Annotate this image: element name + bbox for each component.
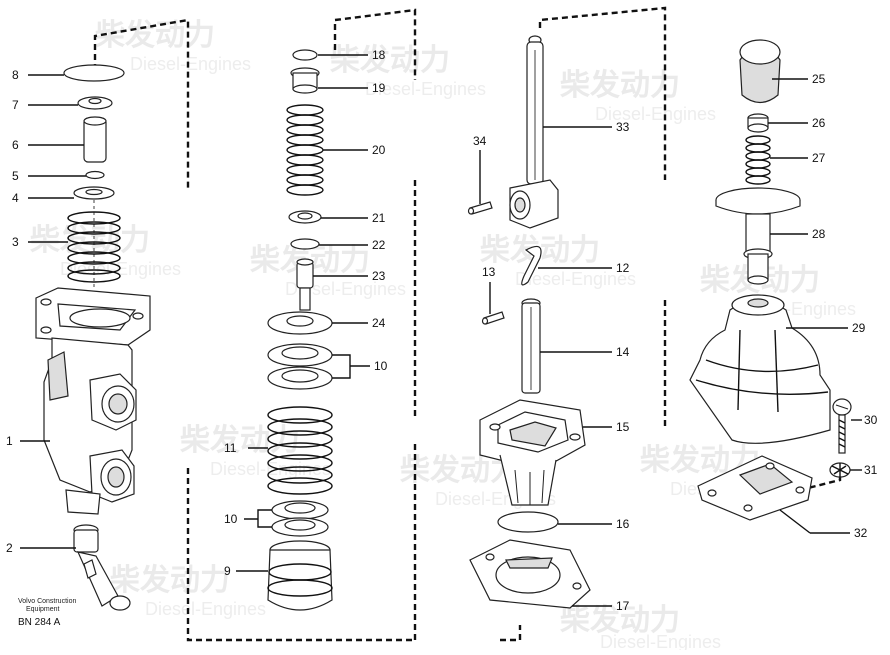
callout-18: 18: [372, 48, 386, 62]
callout-10-upper: 10: [374, 359, 388, 373]
piston-part: [296, 258, 314, 311]
callout-24: 24: [372, 316, 386, 330]
callout-29: 29: [852, 321, 866, 335]
housing-part: [479, 399, 586, 506]
callout-21: 21: [372, 211, 386, 225]
callout-15: 15: [616, 420, 630, 434]
leader-lines: [20, 54, 862, 607]
watermark-text: 柴发动力: [330, 44, 450, 77]
callout-5: 5: [12, 169, 19, 183]
knob-part: [739, 39, 781, 104]
callout-16: 16: [616, 517, 630, 531]
gasket-part: [697, 455, 813, 521]
callout-7: 7: [12, 98, 19, 112]
lock-washer-part: [829, 462, 851, 478]
footer-info: Volvo Construction Equipment BN 284 A: [18, 598, 76, 628]
callout-25: 25: [812, 72, 826, 86]
callout-27: 27: [812, 151, 826, 165]
lever-part: [509, 35, 559, 229]
footer-company-line1: Volvo Construction: [18, 598, 76, 605]
seal-pair-part: [267, 343, 333, 390]
watermark-text: Diesel-Engines: [145, 599, 266, 619]
stem-part: [715, 187, 801, 285]
callout-8: 8: [12, 68, 19, 82]
center-right-assembly: [467, 35, 591, 609]
bushing-part: [747, 113, 769, 133]
watermark-text: Diesel-Engines: [285, 279, 406, 299]
cup-part: [267, 540, 333, 611]
ring-part: [290, 238, 320, 250]
left-valve-assembly: [35, 64, 151, 611]
pin-part: [467, 201, 493, 215]
watermark-text: 柴发动力: [560, 604, 680, 637]
watermark-text: 柴发动力: [110, 564, 230, 597]
callout-31: 31: [864, 463, 878, 477]
callout-13: 13: [482, 265, 496, 279]
watermark-text: 柴发动力: [560, 69, 680, 102]
spring-seat-part: [290, 67, 320, 94]
callout-14: 14: [616, 345, 630, 359]
callout-22: 22: [372, 238, 386, 252]
callout-34: 34: [473, 134, 487, 148]
o-ring-part: [497, 511, 559, 533]
mounting-plate-part: [469, 539, 591, 609]
callout-17: 17: [616, 599, 630, 613]
o-ring-part: [63, 64, 125, 82]
callout-33: 33: [616, 120, 630, 134]
watermark-text: Diesel-Engines: [595, 104, 716, 124]
clip-part: [521, 245, 542, 286]
valve-body-part: [35, 287, 151, 515]
callout-23: 23: [372, 269, 386, 283]
small-ring-part: [85, 170, 105, 180]
screw-part: [832, 398, 852, 454]
callout-10-lower: 10: [224, 512, 238, 526]
watermark-text: Diesel-Engines: [130, 54, 251, 74]
watermark-text: 柴发动力: [180, 424, 300, 457]
callout-3: 3: [12, 235, 19, 249]
callout-26: 26: [812, 116, 826, 130]
callout-12: 12: [616, 261, 630, 275]
callout-11: 11: [224, 441, 237, 455]
watermark-text: Diesel-Engines: [515, 269, 636, 289]
seal-pair-part: [271, 500, 329, 537]
footer-drawing-code: BN 284 A: [18, 617, 61, 628]
spring-part: [745, 135, 771, 185]
callout-4: 4: [12, 191, 19, 205]
callout-20: 20: [372, 143, 386, 157]
watermark-layer: 柴发动力 Diesel-Engines 柴发动力 Diesel-Engines …: [30, 19, 856, 652]
callout-labels: 8 7 6 5 4 3 1 2 18 19 20 21 22 23 24 10 …: [6, 48, 878, 613]
watermark-text: Diesel-Engines: [210, 459, 331, 479]
assembly-guide-lines: [93, 6, 842, 642]
callout-30: 30: [864, 413, 878, 427]
callout-19: 19: [372, 81, 386, 95]
footer-company-line2: Equipment: [26, 606, 60, 613]
callout-1: 1: [6, 434, 13, 448]
watermark-text: 柴发动力: [95, 19, 215, 52]
spring-part: [286, 104, 324, 196]
watermark-text: Diesel-Engines: [600, 632, 721, 650]
rubber-boot-part: [689, 294, 831, 444]
elbow-fitting-part: [73, 524, 131, 611]
spring-part: [267, 406, 333, 495]
callout-28: 28: [812, 227, 826, 241]
ring-part: [292, 49, 318, 61]
callout-32: 32: [854, 526, 868, 540]
callout-6: 6: [12, 138, 19, 152]
callout-9: 9: [224, 564, 231, 578]
callout-2: 2: [6, 541, 13, 555]
right-knob-assembly: [689, 39, 852, 521]
center-left-assembly: [267, 49, 333, 611]
shaft-part: [521, 298, 541, 394]
pin-part: [481, 311, 505, 325]
watermark-text: Diesel-Engines: [365, 79, 486, 99]
